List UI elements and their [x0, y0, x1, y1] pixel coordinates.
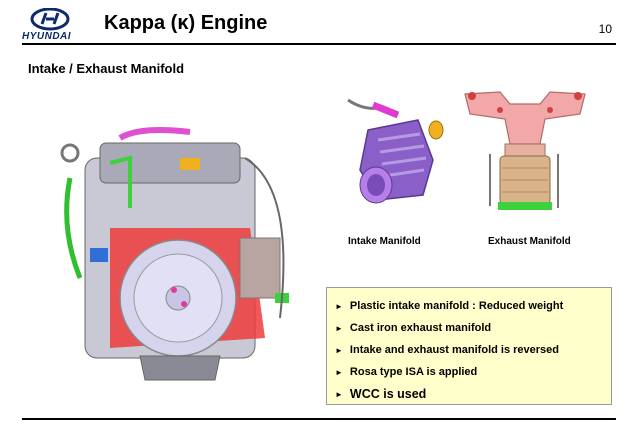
exhaust-manifold-caption: Exhaust Manifold [488, 236, 571, 247]
header-divider [22, 43, 616, 45]
triangle-bullet-icon: ► [335, 323, 343, 333]
note-item: ►WCC is used [335, 387, 427, 401]
section-subtitle: Intake / Exhaust Manifold [28, 61, 185, 76]
hyundai-logo [30, 8, 70, 31]
page-number: 10 [598, 22, 612, 36]
note-item: ►Rosa type ISA is applied [335, 366, 478, 378]
intake-manifold-caption: Intake Manifold [348, 236, 421, 247]
note-item: ►Cast iron exhaust manifold [335, 322, 492, 334]
exhaust-manifold-illustration [464, 91, 586, 210]
feature-notes-box: ►Plastic intake manifold : Reduced weigh… [326, 287, 612, 405]
footer-divider [22, 418, 616, 420]
triangle-bullet-icon: ► [335, 301, 343, 311]
note-item: ►Intake and exhaust manifold is reversed [335, 344, 559, 356]
note-item: ►Plastic intake manifold : Reduced weigh… [335, 300, 564, 312]
slide-title: Kappa (κ) Engine [104, 12, 268, 34]
triangle-bullet-icon: ► [335, 389, 343, 399]
triangle-bullet-icon: ► [335, 367, 343, 377]
engine-illustration [60, 127, 289, 381]
intake-manifold-illustration [347, 98, 444, 204]
triangle-bullet-icon: ► [335, 345, 343, 355]
brand-name: HYUNDAI [22, 31, 72, 42]
